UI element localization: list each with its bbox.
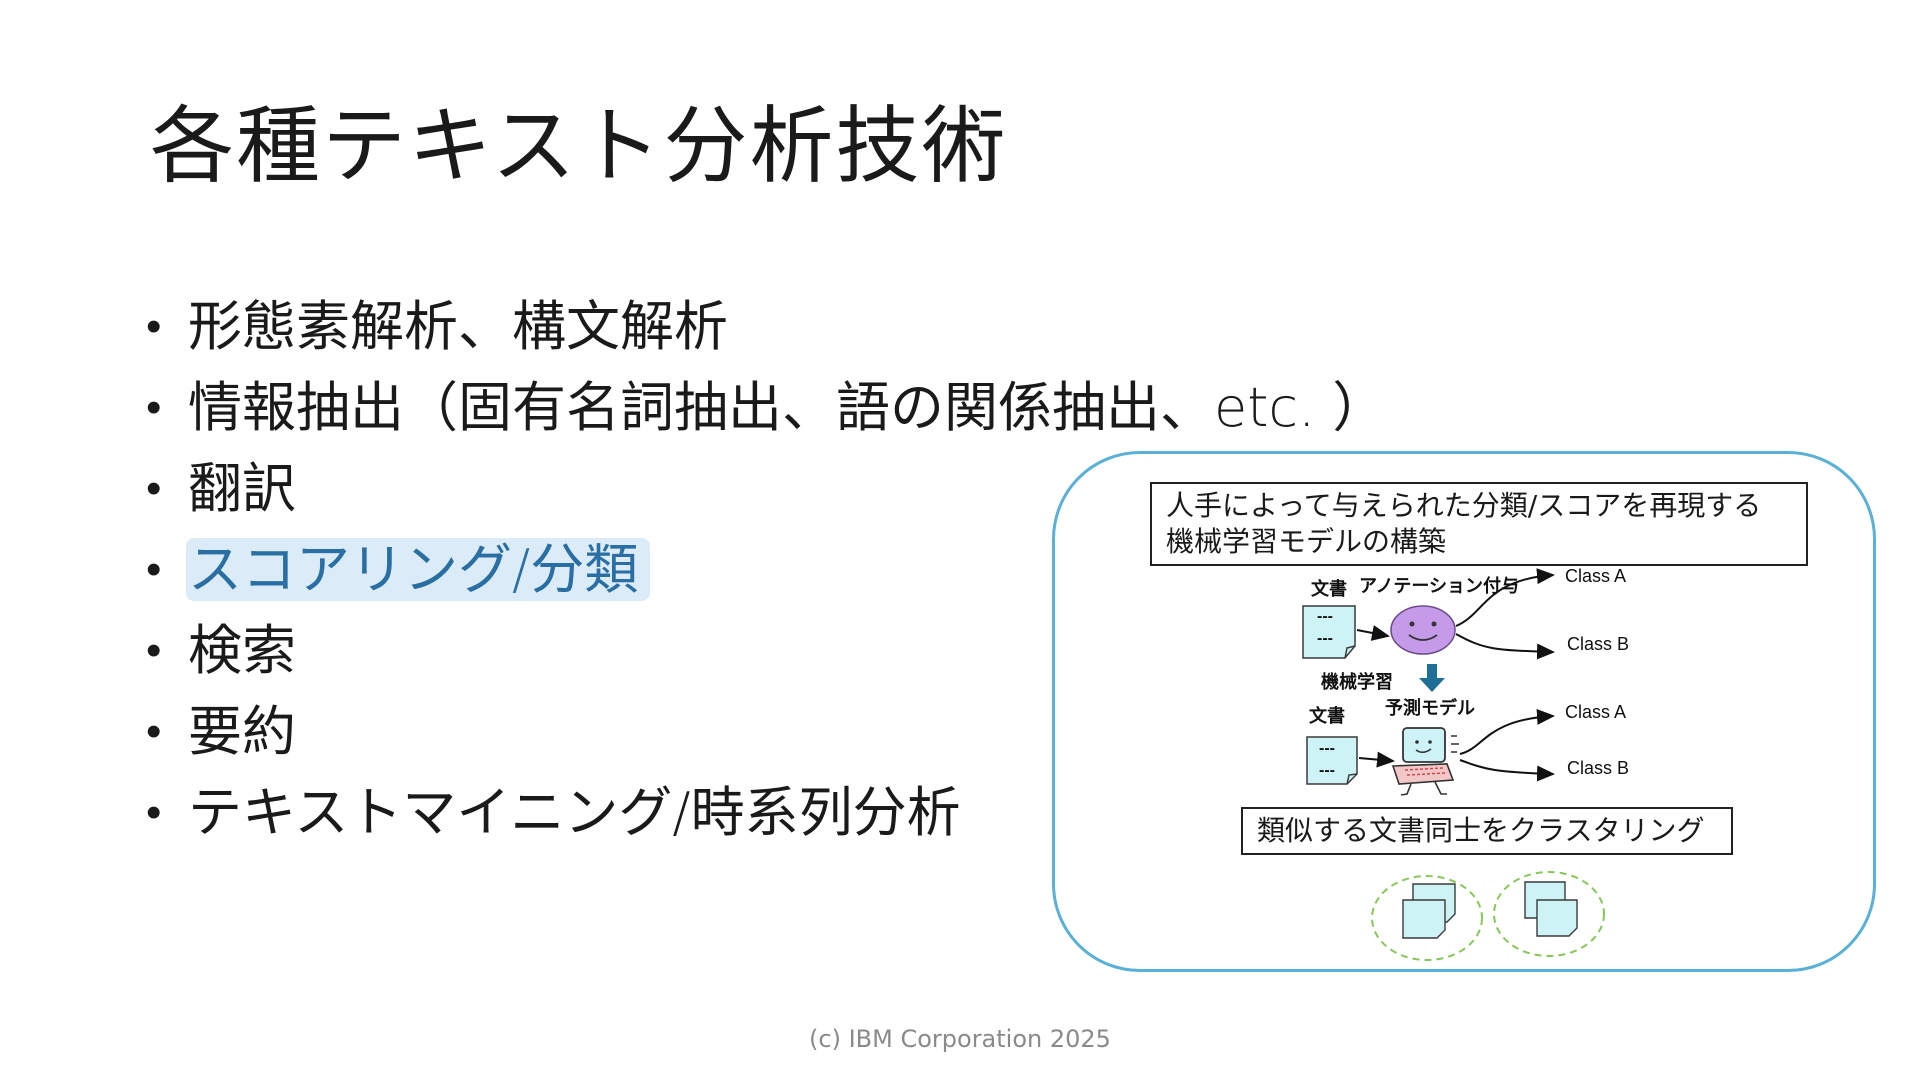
- cluster-icon: [1493, 871, 1605, 957]
- classification-box: 人手によって与えられた分類/スコアを再現する 機械学習モデルの構築: [1150, 482, 1808, 566]
- arrow-icon: [1459, 708, 1555, 755]
- bullet-text: テキストマイニング/時系列分析: [188, 781, 961, 844]
- doc-mark: ---: [1319, 762, 1335, 779]
- prediction-model-label: 予測モデル: [1385, 698, 1475, 718]
- clustering-box: 類似する文書同士をクラスタリング: [1241, 807, 1733, 855]
- bullet-text: 情報抽出（固有名詞抽出、語の関係抽出、etc. ）: [188, 376, 1387, 439]
- arrow-icon: [1459, 759, 1555, 782]
- class-a-label: Class A: [1565, 566, 1627, 586]
- bullet-item: 情報抽出（固有名詞抽出、語の関係抽出、etc. ）: [146, 367, 1398, 448]
- bullet-text: 翻訳: [188, 457, 296, 520]
- document-stack-icon: [1402, 883, 1456, 939]
- document-icon: [1302, 605, 1356, 659]
- diagram-drawing: [1302, 568, 1605, 961]
- class-b-label: Class B: [1567, 634, 1630, 654]
- document-icon: [1306, 736, 1358, 785]
- doc-mark: ---: [1319, 740, 1335, 757]
- doc-mark: ---: [1317, 608, 1333, 625]
- down-arrow-icon: [1419, 664, 1445, 692]
- bullet-item: テキストマイニング/時系列分析: [146, 772, 1398, 853]
- arrow-icon: [1358, 751, 1395, 768]
- bullet-item: 翻訳: [146, 448, 1398, 529]
- bullet-item: 検索: [146, 610, 1398, 691]
- bullet-text: 形態素解析、構文解析: [188, 295, 728, 358]
- machine-learning-label: 機械学習: [1321, 672, 1393, 692]
- annotator-face-icon: [1390, 605, 1456, 655]
- diagram-frame: 人手によって与えられた分類/スコアを再現する 機械学習モデルの構築 文書 アノテ…: [1052, 451, 1876, 972]
- bullet-text: 要約: [188, 700, 296, 763]
- class-b-label: Class B: [1567, 758, 1630, 778]
- bullet-text: スコアリング/分類: [186, 538, 651, 601]
- doc-mark: ---: [1317, 630, 1333, 647]
- document-label: 文書: [1309, 706, 1345, 726]
- arrow-icon: [1356, 625, 1390, 641]
- computer-model-icon: [1391, 727, 1459, 796]
- cluster-icon: [1371, 875, 1483, 961]
- document-label: 文書: [1311, 579, 1347, 599]
- document-stack-icon: [1524, 881, 1578, 937]
- arrow-icon: [1455, 568, 1555, 627]
- bullet-list: 形態素解析、構文解析 情報抽出（固有名詞抽出、語の関係抽出、etc. ） 翻訳 …: [146, 286, 1398, 853]
- bullet-item: 要約: [146, 691, 1398, 772]
- bullet-text: 検索: [188, 619, 296, 682]
- class-a-label: Class A: [1565, 702, 1627, 722]
- bullet-item-highlighted: スコアリング/分類: [146, 529, 1398, 610]
- slide-title: 各種テキスト分析技術: [150, 97, 1008, 195]
- slide-footer: (c) IBM Corporation 2025: [809, 1025, 1111, 1053]
- annotation-label: アノテーション付与: [1359, 576, 1520, 596]
- arrow-icon: [1455, 633, 1555, 660]
- bullet-item: 形態素解析、構文解析: [146, 286, 1398, 367]
